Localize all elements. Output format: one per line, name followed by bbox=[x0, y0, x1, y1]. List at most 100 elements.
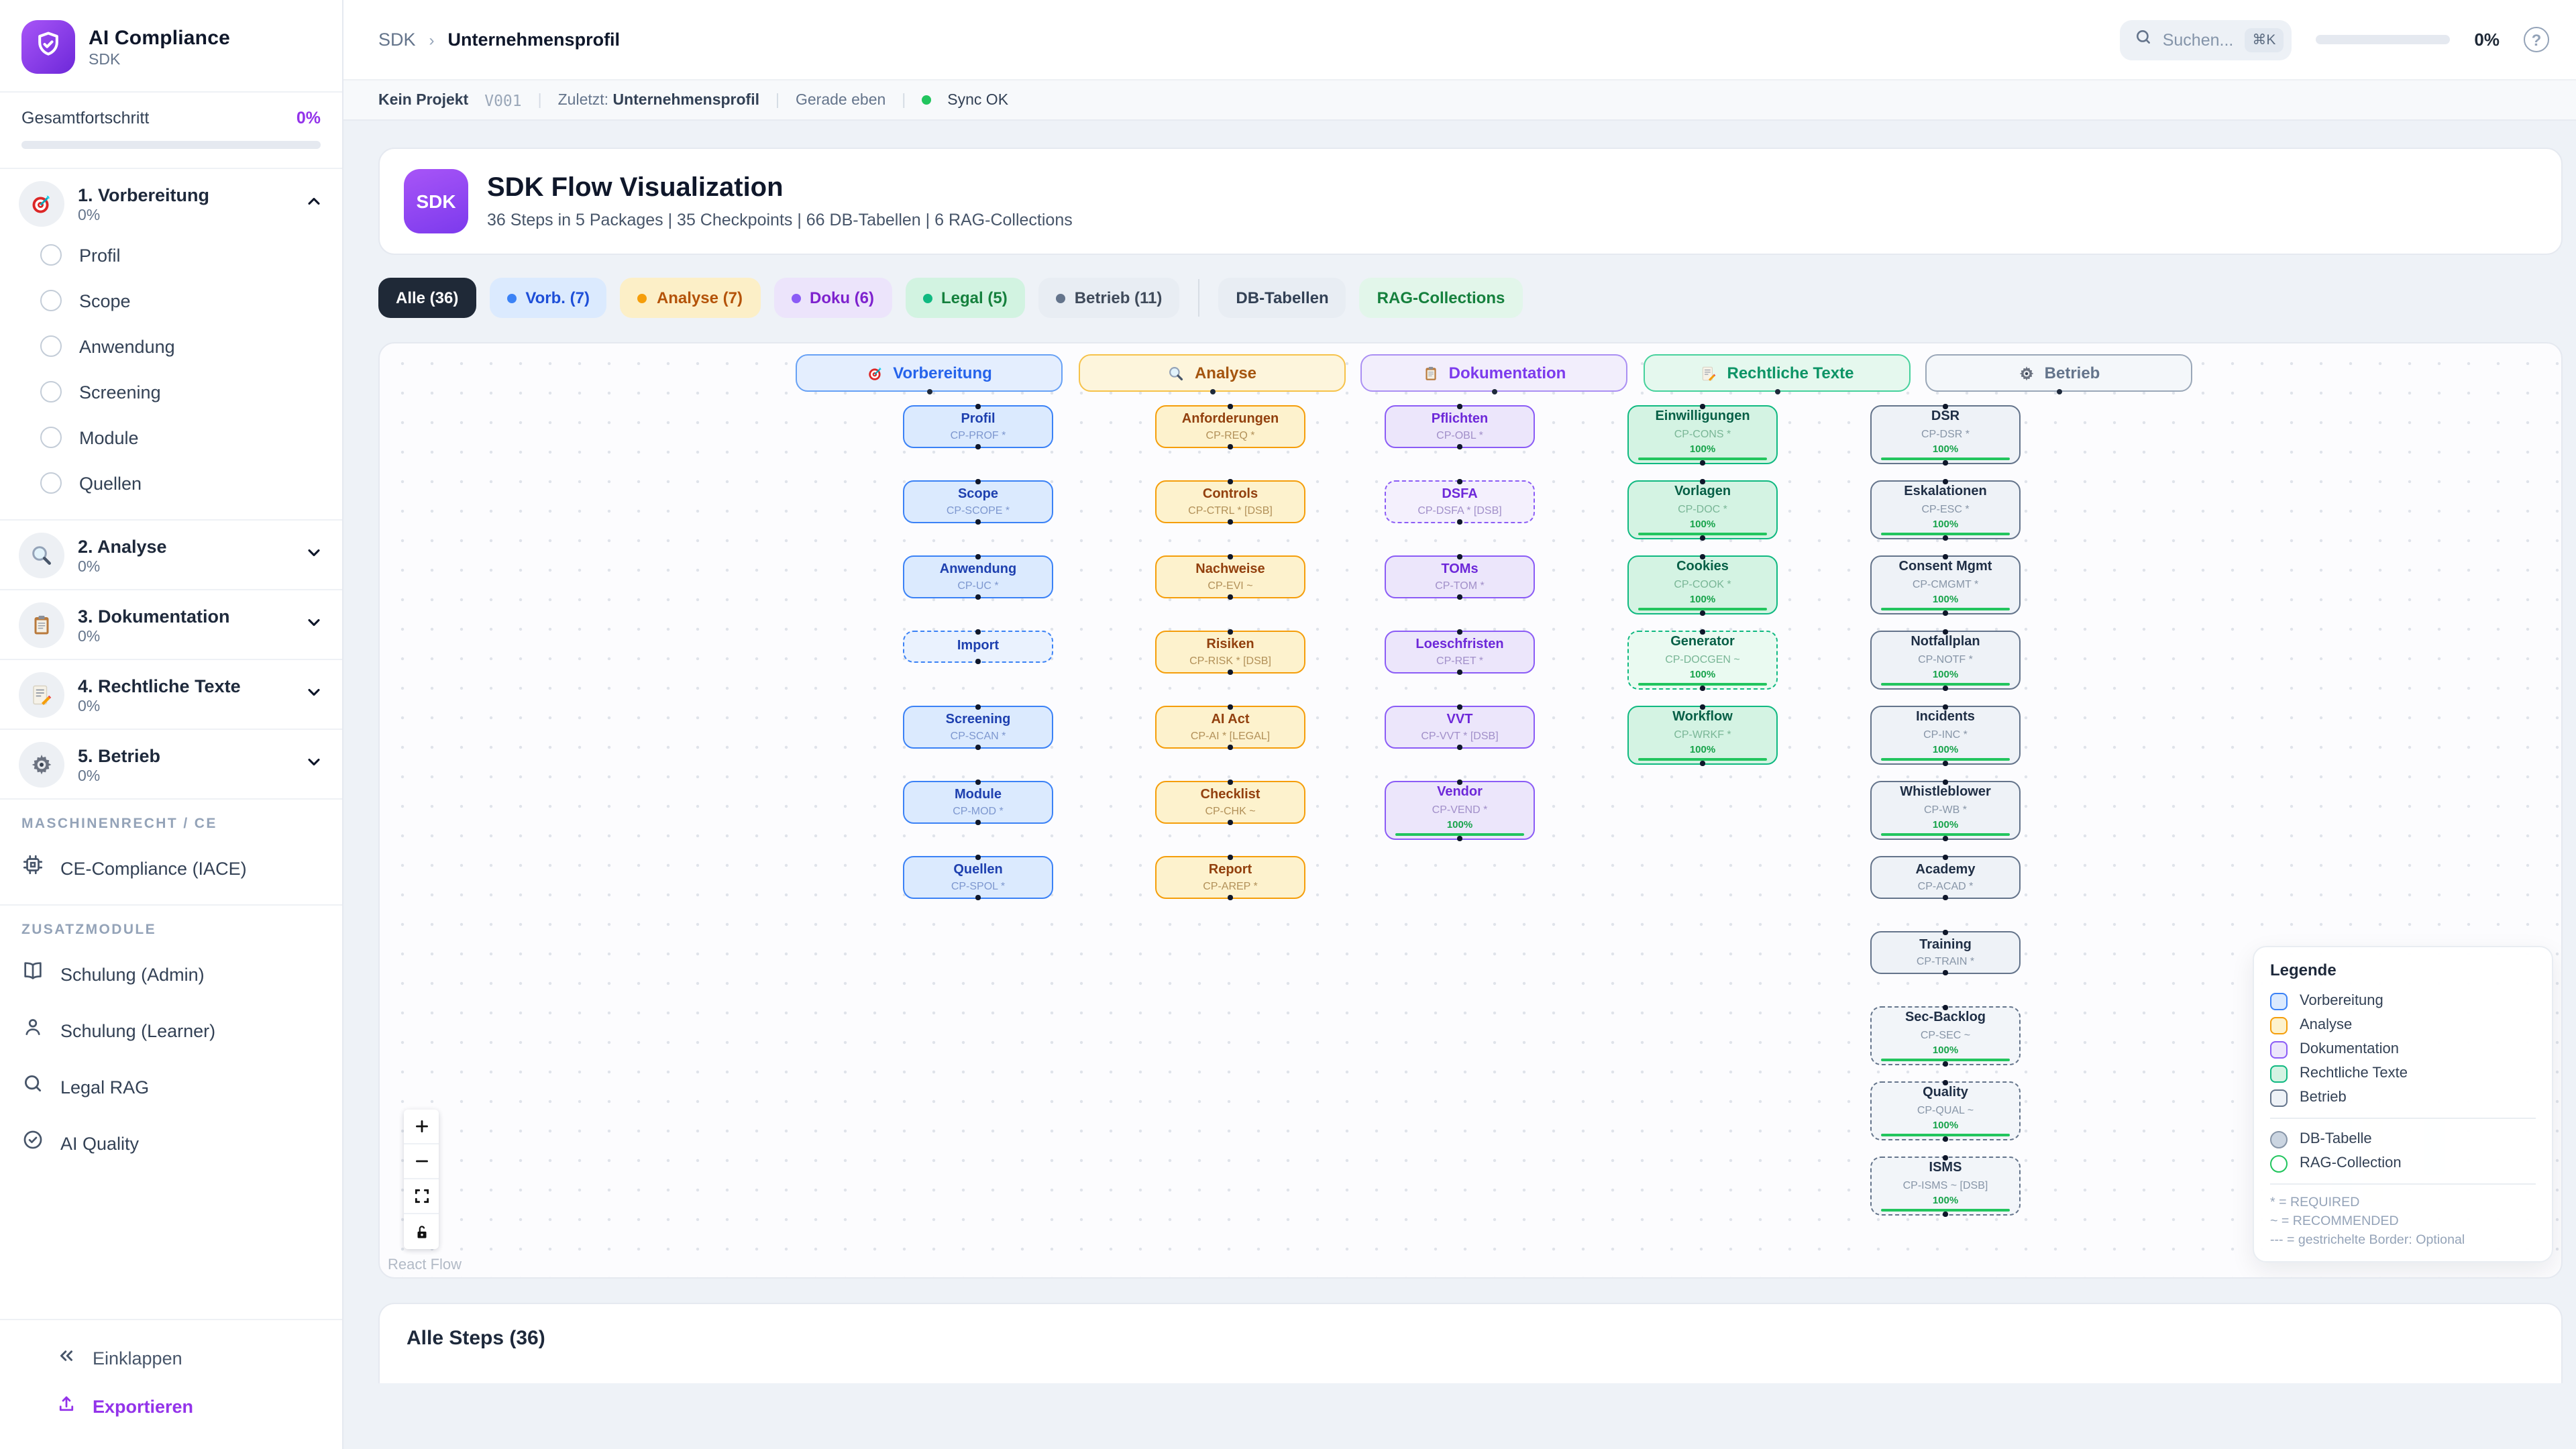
sidebar-item-quellen[interactable]: Quellen bbox=[27, 460, 323, 506]
group-label: Analyse bbox=[1194, 364, 1257, 382]
phase-label: 4. Rechtliche Texte bbox=[78, 676, 241, 696]
flow-group-betrieb[interactable]: Betrieb bbox=[1925, 354, 2192, 394]
help-icon[interactable]: ? bbox=[2524, 27, 2549, 52]
search-input[interactable]: Suchen... ⌘K bbox=[2119, 19, 2292, 60]
fit-view-button[interactable] bbox=[404, 1179, 439, 1214]
node-title: Training bbox=[1919, 937, 1972, 953]
sidebar-item-module[interactable]: Module bbox=[27, 415, 323, 460]
status-ring-icon bbox=[40, 244, 62, 266]
sidebar-item-anwendung[interactable]: Anwendung bbox=[27, 323, 323, 369]
node-title: Profil bbox=[961, 411, 996, 427]
legend-title: Legende bbox=[2270, 961, 2337, 979]
flow-node-import[interactable]: Import bbox=[903, 629, 1053, 664]
sidebar-item-screening[interactable]: Screening bbox=[27, 369, 323, 415]
filter-chip-legal[interactable]: Legal (5) bbox=[905, 278, 1025, 318]
sidebar-item-ce-compliance-iace[interactable]: CE-Compliance (IACE) bbox=[0, 840, 342, 896]
search-placeholder: Suchen... bbox=[2162, 30, 2234, 49]
phase-1-vorbereitung[interactable]: 1. Vorbereitung 0% bbox=[19, 181, 323, 227]
zoom-out-button[interactable] bbox=[404, 1144, 439, 1179]
node-title: Quality bbox=[1923, 1085, 1968, 1100]
breadcrumb-root[interactable]: SDK bbox=[378, 30, 416, 50]
sidebar-item-scope[interactable]: Scope bbox=[27, 278, 323, 323]
filter-chip-rag[interactable]: RAG-Collections bbox=[1359, 278, 1523, 318]
phase-4-rechtliche-texte[interactable]: 4. Rechtliche Texte 0% bbox=[19, 672, 323, 718]
export-button[interactable]: Exportieren bbox=[21, 1382, 321, 1430]
zoom-in-button[interactable] bbox=[404, 1110, 439, 1144]
node-progress-value: 100% bbox=[1689, 743, 1716, 755]
filter-chip-vorb[interactable]: Vorb. (7) bbox=[489, 278, 607, 318]
node-title: Scope bbox=[957, 486, 998, 502]
node-title: Nachweise bbox=[1195, 561, 1265, 577]
sidebar-item-label: Schulung (Learner) bbox=[60, 1020, 216, 1040]
filter-chip-doku[interactable]: Doku (6) bbox=[773, 278, 892, 318]
phase-3-dokumentation[interactable]: 3. Dokumentation 0% bbox=[19, 602, 323, 648]
chip-dot-icon bbox=[791, 293, 800, 303]
flow-group-vorbereitung[interactable]: Vorbereitung bbox=[796, 354, 1063, 394]
sidebar-item-profil[interactable]: Profil bbox=[27, 232, 323, 278]
chip-dot-icon bbox=[1055, 293, 1065, 303]
node-code: CP-WB * bbox=[1924, 803, 1967, 815]
collapse-sidebar-button[interactable]: Einklappen bbox=[21, 1334, 321, 1382]
filter-chip-alle[interactable]: Alle (36) bbox=[378, 278, 476, 318]
sidebar-item-label: Screening bbox=[79, 382, 161, 402]
filter-chip-analyse[interactable]: Analyse (7) bbox=[620, 278, 760, 318]
filter-chip-db[interactable]: DB-Tabellen bbox=[1218, 278, 1346, 318]
sidebar-item-schulung-admin[interactable]: Schulung (Admin) bbox=[0, 946, 342, 1002]
node-progress-value: 100% bbox=[1932, 1193, 1959, 1205]
flow-group-analyse[interactable]: Analyse bbox=[1079, 354, 1346, 394]
legend-swatch-icon bbox=[2270, 1040, 2288, 1058]
sidebar-item-ai-quality[interactable]: AI Quality bbox=[0, 1115, 342, 1171]
phase-2-analyse[interactable]: 2. Analyse 0% bbox=[19, 533, 323, 578]
flow-group-rechtliche-texte[interactable]: Rechtliche Texte bbox=[1644, 354, 1911, 394]
phase-5-betrieb[interactable]: 5. Betrieb 0% bbox=[19, 742, 323, 788]
filter-chip-betrieb[interactable]: Betrieb (11) bbox=[1038, 278, 1180, 318]
magnifier-icon bbox=[19, 533, 64, 578]
group-label: Vorbereitung bbox=[893, 364, 992, 382]
legend-item-dokumentation: Dokumentation bbox=[2270, 1037, 2536, 1061]
flow-group-dokumentation[interactable]: Dokumentation bbox=[1360, 354, 1627, 394]
sidebar-header: AI Compliance SDK bbox=[0, 0, 342, 91]
legend-label: Vorbereitung bbox=[2300, 993, 2383, 1009]
flow-canvas[interactable]: Legende Vorbereitung Analyse Dokumentati… bbox=[378, 342, 2563, 1279]
node-title: Generator bbox=[1670, 635, 1735, 649]
lock-button[interactable] bbox=[404, 1214, 439, 1249]
sidebar-item-schulung-learner[interactable]: Schulung (Learner) bbox=[0, 1002, 342, 1059]
sidebar-item-legal-rag[interactable]: Legal RAG bbox=[0, 1059, 342, 1115]
node-code: CP-ISMS ~ [DSB] bbox=[1902, 1179, 1988, 1191]
